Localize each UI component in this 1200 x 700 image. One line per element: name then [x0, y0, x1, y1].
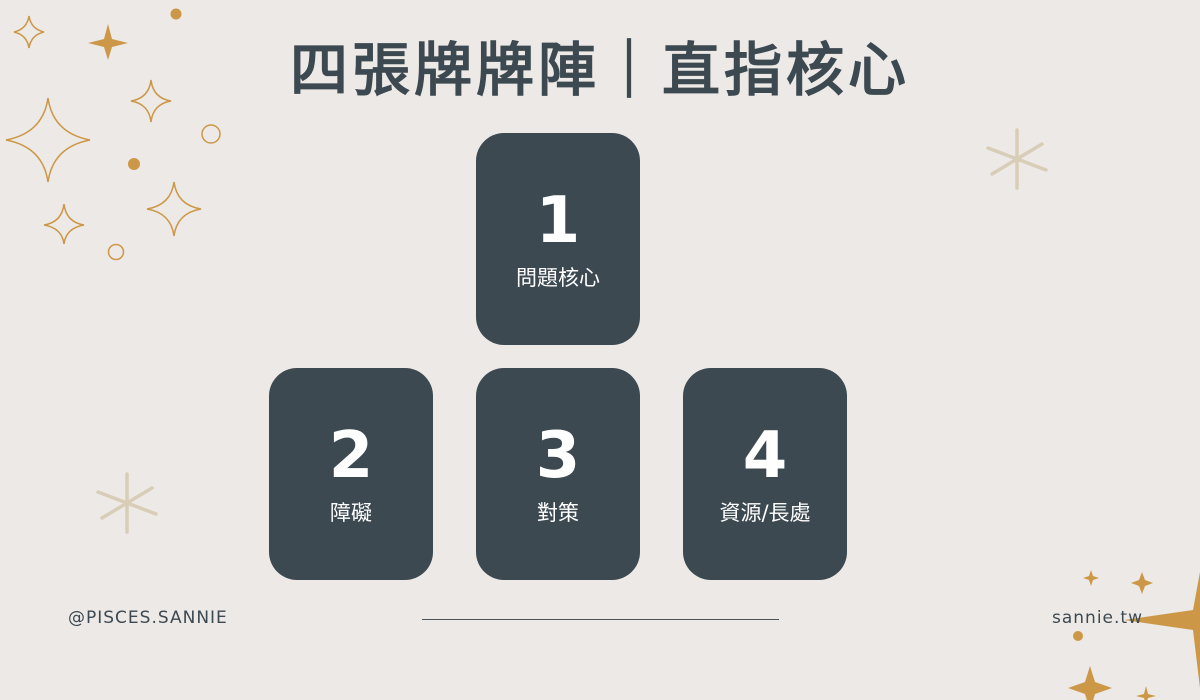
star-icon — [1131, 572, 1153, 594]
asterisk-icon — [96, 472, 158, 534]
dot-icon — [1073, 631, 1083, 641]
card-number: 3 — [535, 419, 581, 493]
card-label: 對策 — [537, 501, 579, 525]
footer-site: sannie.tw — [1052, 608, 1143, 628]
card-label: 障礙 — [330, 501, 372, 525]
tarot-card-4: 4 資源/長處 — [683, 368, 847, 580]
star-icon — [1136, 686, 1156, 700]
star-decoration-bottom-right — [1068, 570, 1200, 700]
card-label: 問題核心 — [516, 266, 600, 290]
sparkle-decoration-left — [5, 8, 221, 261]
page-title: 四張牌牌陣｜直指核心 — [289, 36, 910, 104]
tarot-card-2: 2 障礙 — [269, 368, 433, 580]
card-number: 4 — [742, 419, 788, 493]
asterisk-decoration-right — [986, 128, 1048, 190]
asterisk-icon — [986, 128, 1048, 190]
card-number: 1 — [535, 184, 581, 258]
sparkle-icon — [5, 97, 91, 183]
star-icon — [1068, 666, 1112, 700]
footer-handle: @PISCES.SANNIE — [68, 608, 228, 628]
circle-icon — [107, 243, 125, 261]
card-label: 資源/長處 — [719, 501, 811, 525]
star-icon — [1083, 570, 1099, 586]
dot-icon — [170, 8, 182, 20]
asterisk-decoration-left — [96, 472, 158, 534]
dot-icon — [128, 158, 140, 170]
sparkle-icon — [130, 79, 172, 123]
sparkle-icon — [43, 203, 85, 245]
footer-divider — [422, 619, 779, 620]
sparkle-icon — [146, 181, 202, 237]
circle-icon — [201, 124, 221, 144]
tarot-card-1: 1 問題核心 — [476, 133, 640, 345]
star-icon — [88, 24, 128, 60]
card-number: 2 — [328, 419, 374, 493]
sparkle-icon — [13, 15, 45, 49]
tarot-card-3: 3 對策 — [476, 368, 640, 580]
star-icon — [1124, 572, 1200, 688]
